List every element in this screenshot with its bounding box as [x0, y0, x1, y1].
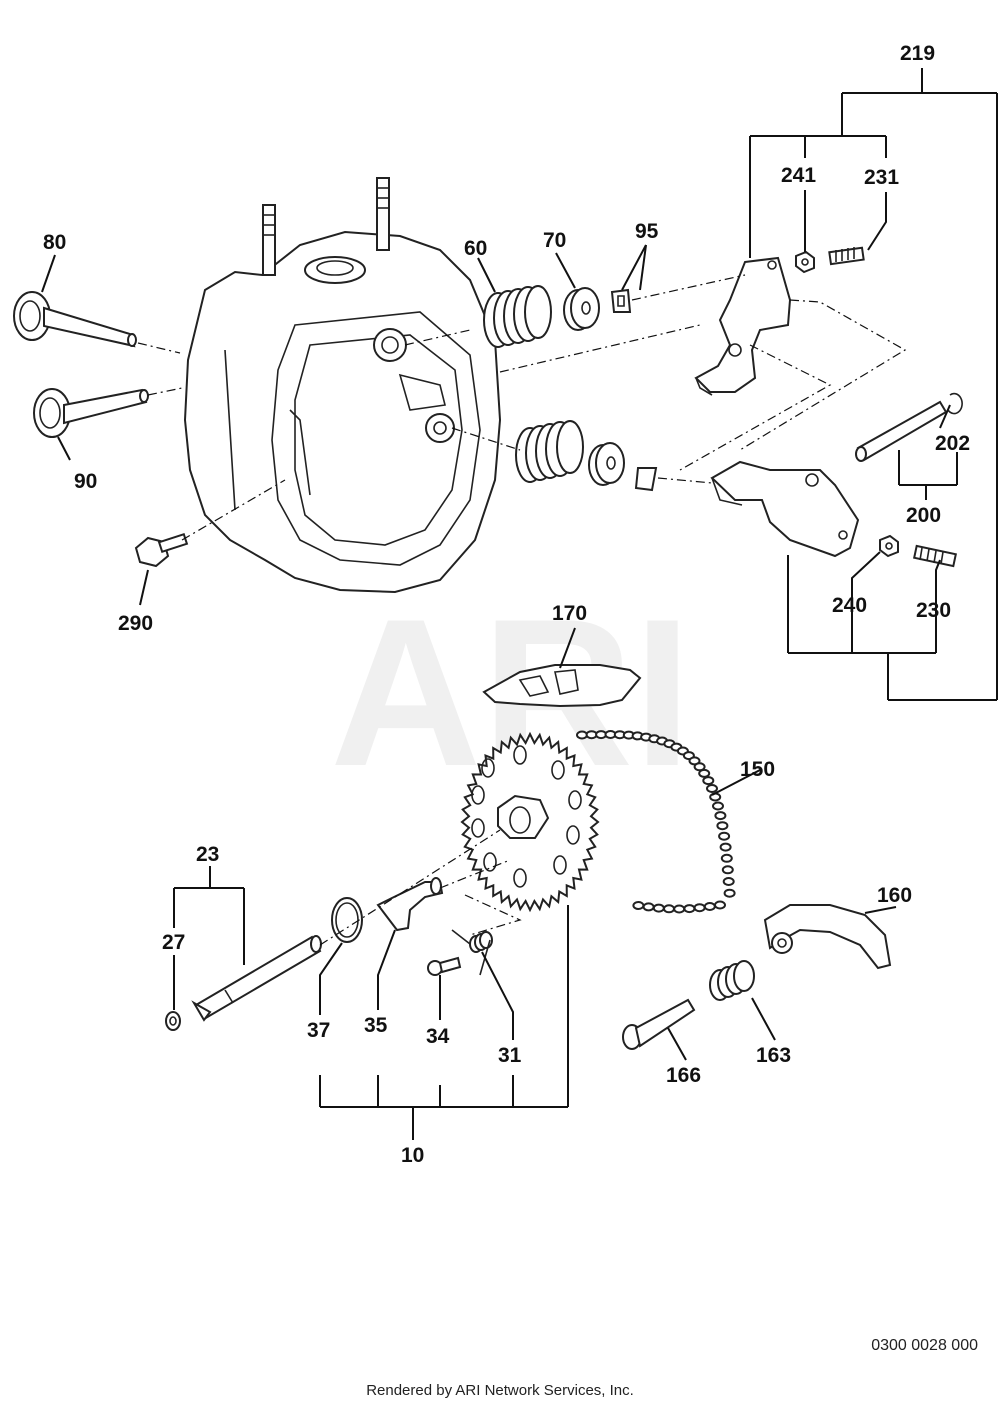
tensioner-spring-163 [709, 960, 755, 1001]
gear-bore [509, 806, 531, 834]
callout-231: 231 [864, 166, 899, 189]
clip-202 [947, 392, 963, 415]
drawing-id: 0300 0028 000 [871, 1337, 978, 1354]
gear-hole [471, 785, 485, 805]
gear-hole [551, 760, 565, 780]
chain-link [698, 768, 711, 778]
gear-hole [568, 790, 582, 810]
rocker-shaft-200 [855, 400, 948, 462]
callout-labels: 219 241 231 80 60 70 95 202 90 200 240 2… [43, 42, 970, 1167]
chain-link [719, 842, 732, 852]
callout-241: 241 [781, 164, 816, 187]
cylinder-head [183, 177, 502, 594]
spring-31 [451, 929, 493, 976]
gear-hole [471, 818, 485, 838]
footer-credit: Rendered by ARI Network Services, Inc. [366, 1382, 634, 1399]
chain-link [652, 903, 665, 913]
leader-lines [41, 68, 998, 1140]
chain-link [723, 888, 736, 898]
chain-guide-170 [482, 664, 642, 708]
chain-tensioner-160 [763, 904, 892, 970]
valve-90 [33, 388, 149, 438]
valve-80 [13, 291, 137, 348]
chain-link [642, 902, 655, 912]
chain-link [585, 730, 598, 740]
chain-link [706, 784, 718, 793]
gear-hub [497, 794, 550, 839]
callout-240: 240 [832, 594, 867, 617]
gear-hole [513, 745, 527, 765]
screw-230 [913, 544, 957, 568]
chain-link [718, 831, 731, 841]
valve-spring-lower [515, 420, 584, 483]
callout-160: 160 [877, 884, 912, 907]
callout-290: 290 [118, 612, 153, 635]
chain-link [720, 853, 733, 863]
chain-link [712, 801, 724, 811]
callout-90: 90 [74, 470, 97, 493]
chain-link [721, 865, 734, 875]
gear-hole [513, 868, 527, 888]
chain-link [702, 776, 715, 786]
callout-35: 35 [364, 1014, 388, 1037]
callout-170: 170 [552, 602, 587, 625]
rocker-arm-upper [694, 256, 792, 396]
chain-link [673, 904, 686, 914]
gear-hole [566, 825, 580, 845]
screw-231 [828, 246, 865, 266]
chain-link [714, 900, 726, 910]
callout-10: 10 [401, 1144, 424, 1167]
callout-70: 70 [543, 229, 566, 252]
gear-hole [553, 855, 567, 875]
callout-31: 31 [498, 1044, 522, 1067]
camshaft-23 [191, 935, 322, 1022]
pivot-pin-166 [622, 998, 696, 1050]
alignment-lines [137, 274, 907, 946]
chain-link [709, 792, 722, 802]
rocker-arm-lower [710, 460, 860, 558]
decompression-weight-35 [376, 877, 444, 932]
spring-retainer-70 [563, 287, 600, 331]
callout-219: 219 [900, 42, 935, 65]
callout-60: 60 [464, 237, 487, 260]
pin-34 [427, 956, 462, 976]
chain-link [714, 811, 727, 821]
gear-hole [481, 758, 495, 778]
callout-23: 23 [196, 843, 219, 866]
callout-95: 95 [635, 220, 659, 243]
callout-34: 34 [426, 1025, 450, 1048]
callout-27: 27 [162, 931, 185, 954]
chain-link [693, 762, 706, 772]
callout-200: 200 [906, 504, 941, 527]
seal-37 [331, 897, 363, 943]
callout-163: 163 [756, 1044, 791, 1067]
chain-link [663, 904, 675, 914]
washer-27 [165, 1011, 181, 1031]
gear-hole [483, 852, 497, 872]
nut-241 [795, 250, 815, 274]
spring-retainer-lower [588, 442, 625, 486]
valve-spring-60 [483, 285, 552, 348]
callout-150: 150 [740, 758, 775, 781]
chain-link [693, 903, 706, 913]
chain-link [683, 904, 696, 914]
callout-166: 166 [666, 1064, 701, 1087]
chain-link [716, 821, 729, 831]
callout-202: 202 [935, 432, 970, 455]
callout-230: 230 [916, 599, 951, 622]
bolt-290 [134, 532, 189, 568]
valve-keeper-95 [610, 288, 632, 313]
valve-keeper-lower [634, 467, 658, 492]
callout-80: 80 [43, 231, 66, 254]
callout-37: 37 [307, 1019, 330, 1042]
timing-chain-150 [576, 730, 736, 914]
nut-240 [879, 534, 899, 558]
chain-link [703, 902, 716, 911]
chain-link [632, 901, 645, 910]
chain-link [722, 877, 735, 886]
chain-link [576, 730, 588, 740]
